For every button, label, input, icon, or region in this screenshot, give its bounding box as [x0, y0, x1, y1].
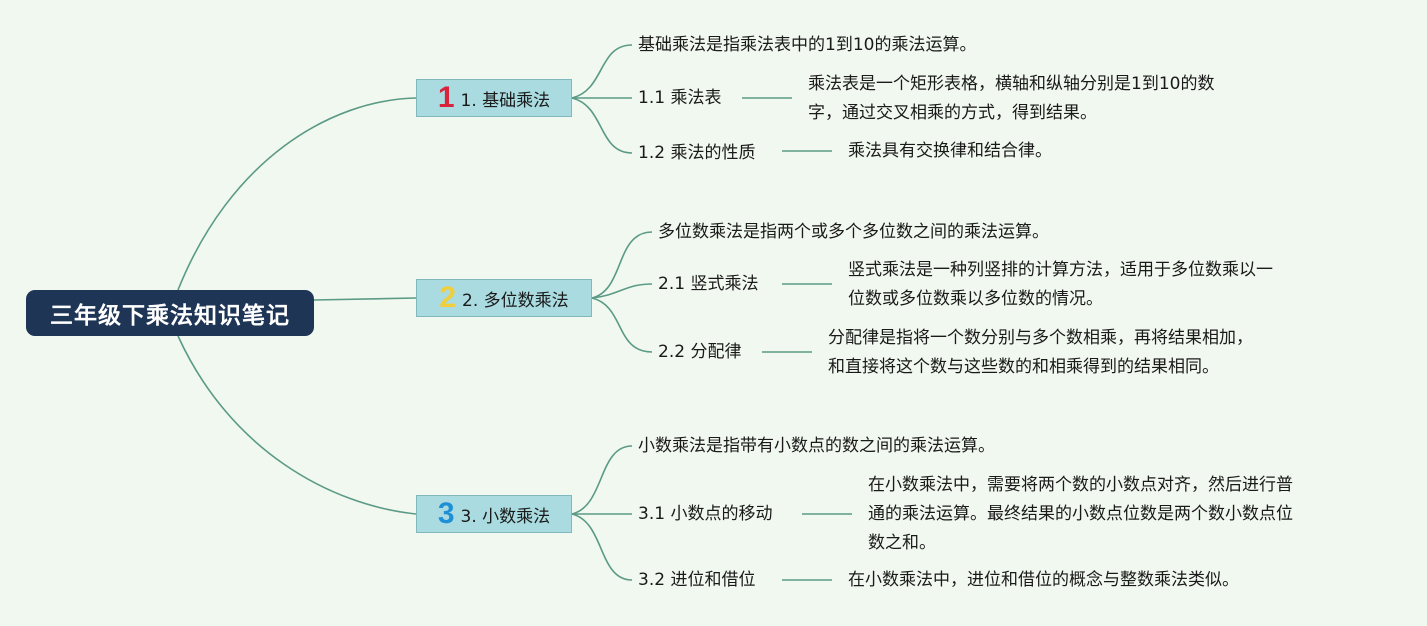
detail-line: 数之和。 — [868, 533, 936, 553]
branch-3-item-2-detail: 在小数乘法中，进位和借位的概念与整数乘法类似。 — [848, 566, 1239, 595]
connector-b1-definition — [571, 44, 633, 99]
detail-line: 通的乘法运算。最终结果的小数点位数是两个数小数点位 — [868, 504, 1293, 524]
detail-line: 分配律是指将一个数分别与多个数相乘，再将结果相加， — [828, 328, 1253, 348]
branch-1-item-1-detail: 乘法表是一个矩形表格，横轴和纵轴分别是1到10的数 字，通过交叉相乘的方式，得到… — [808, 70, 1214, 128]
connector-root-branch3 — [177, 335, 417, 515]
root-node[interactable]: 三年级下乘法知识笔记 — [26, 290, 314, 336]
root-label: 三年级下乘法知识笔记 — [50, 303, 290, 329]
branch-2-item-2-label: 2.2 分配律 — [658, 342, 742, 362]
branch-label-1: 1. 基础乘法 — [460, 90, 551, 111]
connector-b2-item1 — [591, 283, 653, 299]
branch-2-item-1-detail: 竖式乘法是一种列竖排的计算方法，适用于多位数乘以一 位数或多位数乘以多位数的情况… — [848, 256, 1273, 314]
branch-number-1: 1 — [437, 81, 455, 114]
branch-number-2: 2 — [439, 281, 457, 314]
branch-label-3: 3. 小数乘法 — [460, 506, 551, 527]
branch-1-item-2-detail: 乘法具有交换律和结合律。 — [848, 137, 1052, 166]
detail-line: 乘法具有交换律和结合律。 — [848, 141, 1052, 161]
branch-3-item-2-label: 3.2 进位和借位 — [638, 570, 756, 590]
detail-line: 位数或多位数乘以多位数的情况。 — [848, 289, 1103, 309]
branch-node-2[interactable]: 2 2. 多位数乘法 — [416, 279, 592, 317]
branch-2-item-1-label: 2.1 竖式乘法 — [658, 274, 759, 294]
detail-line: 字，通过交叉相乘的方式，得到结果。 — [808, 103, 1097, 123]
branch-1-item-1-label: 1.1 乘法表 — [638, 88, 722, 108]
branch-3-item-1-detail: 在小数乘法中，需要将两个数的小数点对齐，然后进行普 通的乘法运算。最终结果的小数… — [868, 471, 1293, 558]
connector-b3-item2 — [571, 513, 633, 581]
connector-root-branch1 — [177, 97, 417, 291]
branch-node-1[interactable]: 1 1. 基础乘法 — [416, 79, 572, 117]
branch-2-definition: 多位数乘法是指两个或多个多位数之间的乘法运算。 — [658, 222, 1049, 242]
connector-root-branch2 — [313, 297, 417, 301]
branch-number-3: 3 — [437, 497, 455, 530]
branch-3-item-1-label: 3.1 小数点的移动 — [638, 504, 773, 524]
detail-line: 在小数乘法中，进位和借位的概念与整数乘法类似。 — [848, 570, 1239, 590]
detail-line: 和直接将这个数与这些数的和相乘得到的结果相同。 — [828, 357, 1219, 377]
branch-label-2: 2. 多位数乘法 — [462, 290, 569, 311]
branch-3-definition: 小数乘法是指带有小数点的数之间的乘法运算。 — [638, 436, 995, 456]
connector-b3-definition — [571, 445, 633, 515]
detail-line: 乘法表是一个矩形表格，横轴和纵轴分别是1到10的数 — [808, 74, 1215, 94]
branch-1-item-2-label: 1.2 乘法的性质 — [638, 143, 756, 163]
branch-node-3[interactable]: 3 3. 小数乘法 — [416, 495, 572, 533]
connector-b2-item2 — [591, 297, 653, 353]
connector-b1-item2 — [571, 97, 633, 154]
branch-1-definition: 基础乘法是指乘法表中的1到10的乘法运算。 — [638, 35, 977, 55]
branch-2-item-2-detail: 分配律是指将一个数分别与多个数相乘，再将结果相加， 和直接将这个数与这些数的和相… — [828, 324, 1253, 382]
connector-b2-definition — [591, 231, 653, 299]
detail-line: 竖式乘法是一种列竖排的计算方法，适用于多位数乘以一 — [848, 260, 1273, 280]
detail-line: 在小数乘法中，需要将两个数的小数点对齐，然后进行普 — [868, 475, 1293, 495]
